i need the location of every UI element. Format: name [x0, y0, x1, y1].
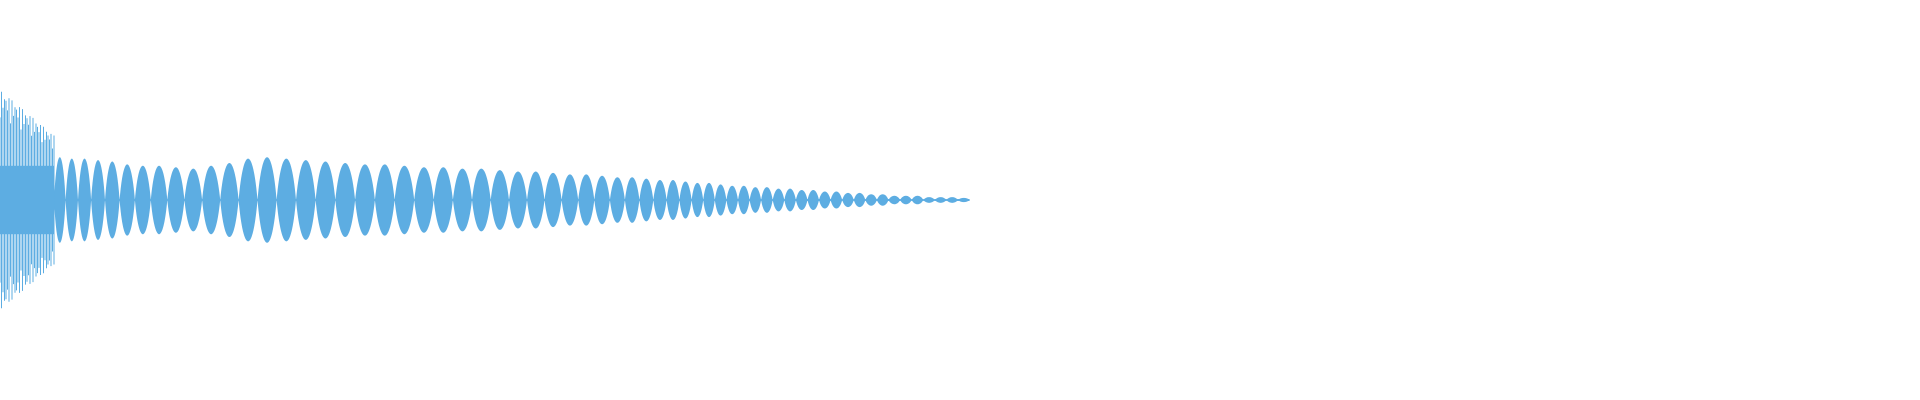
waveform-attack — [0, 91, 55, 309]
waveform-attack-core — [0, 165, 54, 235]
waveform-body — [54, 157, 970, 243]
